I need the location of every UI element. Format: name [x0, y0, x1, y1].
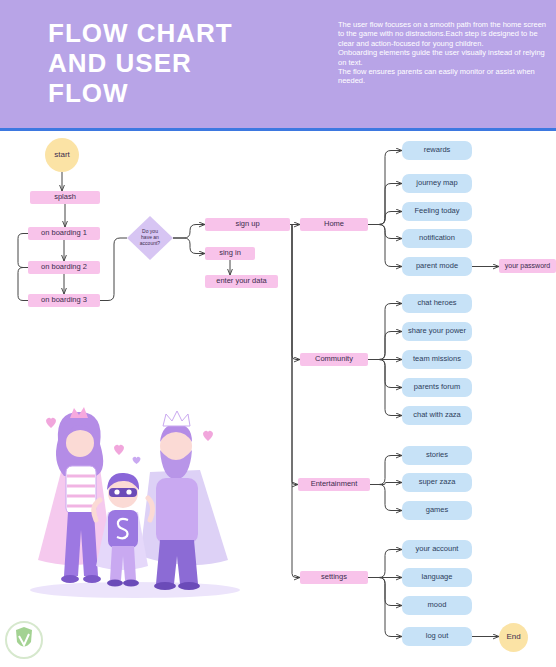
connector-arrow: [368, 360, 402, 416]
connector-arrow: [173, 238, 205, 254]
process-box: Community: [300, 353, 368, 366]
process-box: on boarding 1: [28, 227, 100, 240]
node-text: End: [506, 633, 520, 642]
screen-box: rewards: [402, 141, 472, 160]
note-text: Onboarding elements guide the user visua…: [338, 48, 552, 67]
node-text: super zaza: [419, 478, 456, 486]
connector-arrow: [18, 268, 28, 301]
connector-arrow: [173, 225, 205, 239]
screen-box: notification: [402, 229, 472, 248]
header-rule: [0, 128, 556, 131]
node-text: games: [426, 506, 449, 514]
connector-arrow: [62, 172, 63, 191]
connector-arrow: [472, 636, 499, 637]
connector-arrow: [368, 304, 402, 360]
node-text: splash: [54, 193, 76, 201]
node-text: stories: [426, 451, 448, 459]
node-text: sing in: [219, 249, 241, 257]
screen-box: games: [402, 501, 472, 520]
node-text: Entertainment: [311, 480, 358, 488]
connector-arrow: [370, 485, 402, 511]
decision-diamond: Do you have an account?: [127, 216, 173, 260]
node-text: mood: [428, 601, 447, 609]
terminal-circle: start: [45, 138, 79, 172]
process-box: enter your data: [205, 275, 278, 288]
note-block: The user flow focuses on a smooth path f…: [338, 20, 552, 86]
screen-box: parents forum: [402, 378, 472, 397]
node-text: start: [54, 151, 70, 160]
node-text: team missions: [413, 355, 461, 363]
process-box: sign up: [205, 218, 290, 231]
connector-arrow: [472, 266, 499, 267]
connector-arrow: [290, 225, 298, 485]
process-box: Home: [300, 218, 368, 231]
screen-box: Feeling today: [402, 202, 472, 221]
screen-box: chat heroes: [402, 294, 472, 313]
node-text: chat heroes: [417, 299, 456, 307]
connector-arrow: [65, 204, 66, 227]
screen-box: chat with zaza: [402, 406, 472, 425]
connector-arrow: [64, 240, 65, 261]
node-text: Community: [315, 355, 353, 363]
screen-box: parent mode: [402, 257, 472, 276]
connector-arrow: [230, 260, 231, 275]
node-text: your account: [416, 545, 459, 553]
screen-box: journey map: [402, 174, 472, 193]
connector-arrow: [368, 184, 402, 225]
process-box: settings: [300, 571, 368, 584]
connector-arrow: [368, 151, 402, 225]
node-text: on boarding 3: [41, 296, 87, 304]
node-text: on boarding 1: [41, 229, 87, 237]
process-box: your password: [499, 259, 556, 273]
node-text: sign up: [235, 220, 259, 228]
process-box: on boarding 2: [28, 261, 100, 274]
node-text: settings: [321, 573, 347, 581]
node-text: parent mode: [416, 262, 458, 270]
connector-arrow: [18, 234, 28, 268]
note-text: The user flow focuses on a smooth path f…: [338, 20, 552, 48]
node-text: enter your data: [216, 277, 266, 285]
node-text: your password: [505, 262, 551, 270]
node-text: chat with zaza: [413, 411, 461, 419]
node-text: Home: [324, 220, 344, 228]
screen-box: super zaza: [402, 473, 472, 492]
node-text: language: [422, 573, 453, 581]
node-text: rewards: [424, 146, 451, 154]
node-text: journey map: [416, 179, 457, 187]
node-text: log out: [426, 632, 449, 640]
screen-box: log out: [402, 627, 472, 646]
screen-box: mood: [402, 596, 472, 615]
screen-box: your account: [402, 540, 472, 559]
screen-box: share your power: [402, 322, 472, 341]
connector-arrow: [368, 332, 402, 360]
screen-box: language: [402, 568, 472, 587]
note-text: The flow ensures parents can easily moni…: [338, 67, 552, 86]
process-box: sing in: [205, 247, 255, 260]
connector-arrow: [64, 274, 65, 294]
node-text: share your power: [408, 327, 466, 335]
chart-title: FLOW CHART AND USER FLOW: [48, 18, 243, 108]
screen-box: team missions: [402, 350, 472, 369]
connector-arrow: [100, 238, 127, 301]
node-text: notification: [419, 234, 455, 242]
terminal-circle: End: [499, 623, 528, 652]
process-box: on boarding 3: [28, 294, 100, 307]
connector-arrow: [368, 212, 402, 225]
node-text: Do you have an account?: [136, 229, 164, 246]
connector-arrow: [368, 225, 402, 267]
connector-arrow: [290, 225, 300, 578]
node-text: on boarding 2: [41, 263, 87, 271]
connector-arrow: [368, 578, 402, 637]
screen-box: stories: [402, 446, 472, 465]
connector-arrow: [368, 550, 402, 578]
connector-arrow: [370, 456, 402, 485]
node-text: parents forum: [414, 383, 460, 391]
process-box: Entertainment: [298, 478, 370, 491]
node-text: Feeling today: [414, 207, 459, 215]
process-box: splash: [30, 191, 100, 204]
